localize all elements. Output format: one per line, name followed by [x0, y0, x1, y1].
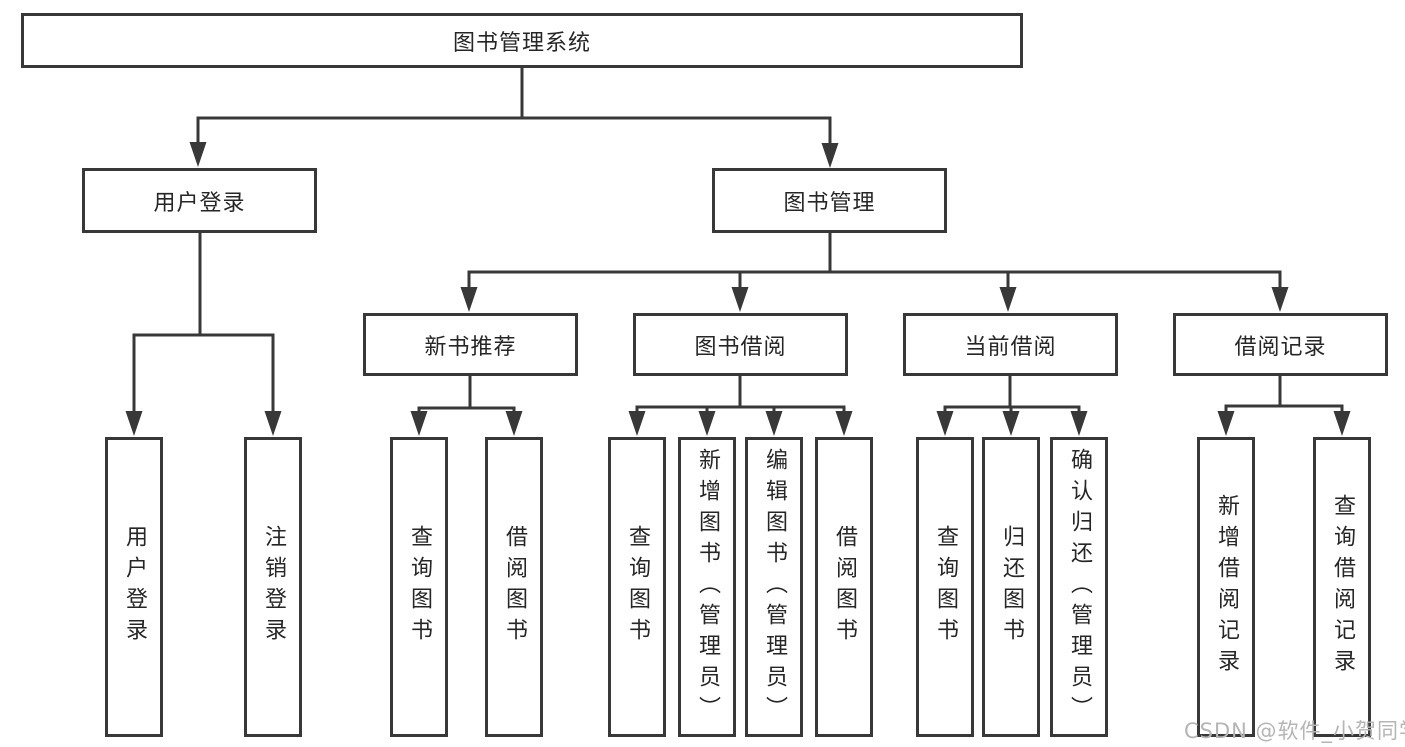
leaf-confirm-return-admin: 确认归还（管理员）: [1050, 437, 1108, 737]
leaf-label: 新增图书（管理员）: [695, 447, 720, 727]
leaf-add-borrow-record: 新增借阅记录: [1197, 437, 1255, 737]
leaf-query-book-borrow: 查询图书: [608, 437, 666, 737]
leaf-label: 确认归还（管理员）: [1067, 447, 1092, 727]
leaf-label: 编辑图书（管理员）: [762, 447, 787, 727]
node-user-login: 用户登录: [82, 168, 317, 233]
leaf-label: 查询图书: [933, 525, 958, 649]
leaf-label: 归还图书: [999, 525, 1024, 649]
node-label: 用户登录: [153, 190, 246, 216]
leaf-logout: 注销登录: [244, 437, 302, 737]
leaf-edit-book-admin: 编辑图书（管理员）: [745, 437, 803, 737]
leaf-label: 借阅图书: [502, 525, 527, 649]
csdn-watermark: CSDN @软件_小贺同学: [1184, 719, 1405, 743]
leaf-label: 注销登录: [261, 525, 286, 649]
node-book-borrow: 图书借阅: [633, 313, 848, 376]
leaf-query-borrow-record: 查询借阅记录: [1313, 437, 1371, 737]
node-label: 图书管理: [783, 190, 876, 216]
node-label: 当前借阅: [964, 334, 1057, 360]
node-label: 图书借阅: [694, 334, 787, 360]
leaf-query-book-current: 查询图书: [916, 437, 974, 737]
node-library-management-system: 图书管理系统: [21, 13, 1023, 68]
node-label: 借阅记录: [1234, 334, 1327, 360]
node-label: 新书推荐: [424, 334, 517, 360]
leaf-borrow-book-recommend: 借阅图书: [485, 437, 543, 737]
leaf-query-book-recommend: 查询图书: [390, 437, 448, 737]
leaf-label: 查询图书: [407, 525, 432, 649]
leaf-borrow-book: 借阅图书: [815, 437, 873, 737]
leaf-label: 新增借阅记录: [1214, 494, 1239, 680]
leaf-user-login: 用户登录: [105, 437, 163, 737]
leaf-label: 借阅图书: [832, 525, 857, 649]
leaf-add-book-admin: 新增图书（管理员）: [678, 437, 736, 737]
node-current-borrow: 当前借阅: [903, 313, 1118, 376]
leaf-label: 查询借阅记录: [1330, 494, 1355, 680]
leaf-label: 用户登录: [122, 525, 147, 649]
node-book-management: 图书管理: [712, 168, 947, 233]
node-label: 图书管理系统: [452, 30, 591, 56]
leaf-label: 查询图书: [625, 525, 650, 649]
arrowheads: [125, 142, 1351, 436]
node-new-book-recommend: 新书推荐: [363, 313, 578, 376]
node-borrow-record: 借阅记录: [1173, 313, 1388, 376]
leaf-return-book: 归还图书: [982, 437, 1040, 737]
